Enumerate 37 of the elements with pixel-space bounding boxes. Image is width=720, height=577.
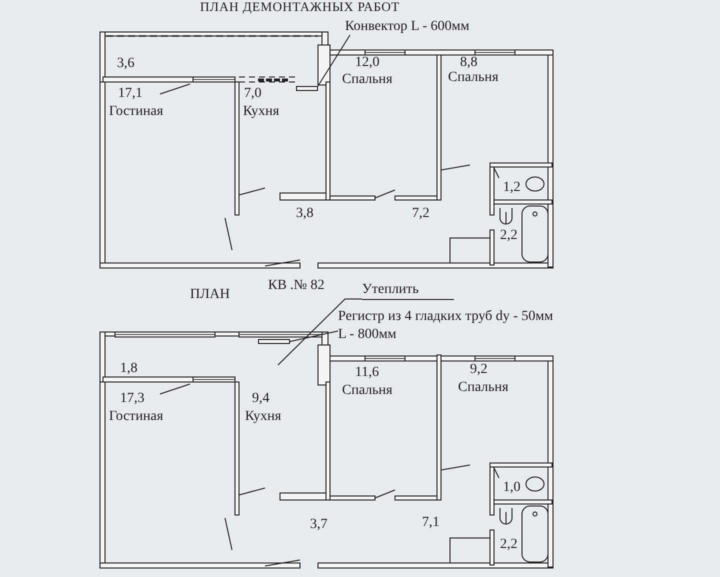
room-name: Спальня [342, 383, 392, 398]
room-area: 17,3 [120, 391, 144, 406]
room-area: 3,8 [296, 206, 314, 222]
room-area: 7,1 [422, 515, 440, 530]
convector-symbol [296, 86, 318, 91]
leader-line [278, 298, 362, 366]
room-area: 8,8 [460, 55, 478, 70]
room-name: Гостиная [109, 104, 164, 120]
leader-line [290, 330, 338, 342]
room-area: 9,4 [252, 391, 270, 406]
note-text: Конвектор L - 600мм [345, 18, 520, 36]
room-name: Спальня [458, 380, 508, 396]
room-area: 1,2 [503, 180, 520, 196]
plan-heading: КВ .№ 82 [268, 278, 325, 294]
plan-heading: ПЛАН [190, 287, 230, 302]
note-text: Утеплить [362, 281, 454, 300]
room-area: 2,2 [500, 228, 518, 244]
room-name: Спальня [342, 72, 392, 88]
plan-title: ПЛАН ДЕМОНТАЖНЫХ РАБОТ [200, 0, 400, 13]
leader-line [318, 34, 350, 86]
room-name: Гостиная [109, 409, 164, 424]
room-area: 3,7 [310, 517, 328, 532]
room-area: 2,2 [500, 537, 518, 552]
room-area: 3,6 [117, 56, 134, 72]
room-name: Кухня [243, 104, 280, 120]
note-text: Регистр из 4 гладких труб dy - 50мм L - 800мм [338, 308, 559, 343]
room-name: Спальня [448, 70, 498, 86]
room-area: 11,6 [355, 365, 379, 380]
room-area: 9,2 [470, 362, 488, 378]
room-area: 1,8 [120, 361, 138, 376]
room-area: 17,1 [118, 86, 142, 102]
room-area: 12,0 [355, 55, 380, 70]
room-area: 7,2 [412, 206, 430, 222]
room-area: 1,0 [503, 480, 520, 496]
room-name: Кухня [245, 409, 282, 424]
room-area: 7,0 [244, 86, 262, 102]
register-symbol [258, 339, 290, 344]
